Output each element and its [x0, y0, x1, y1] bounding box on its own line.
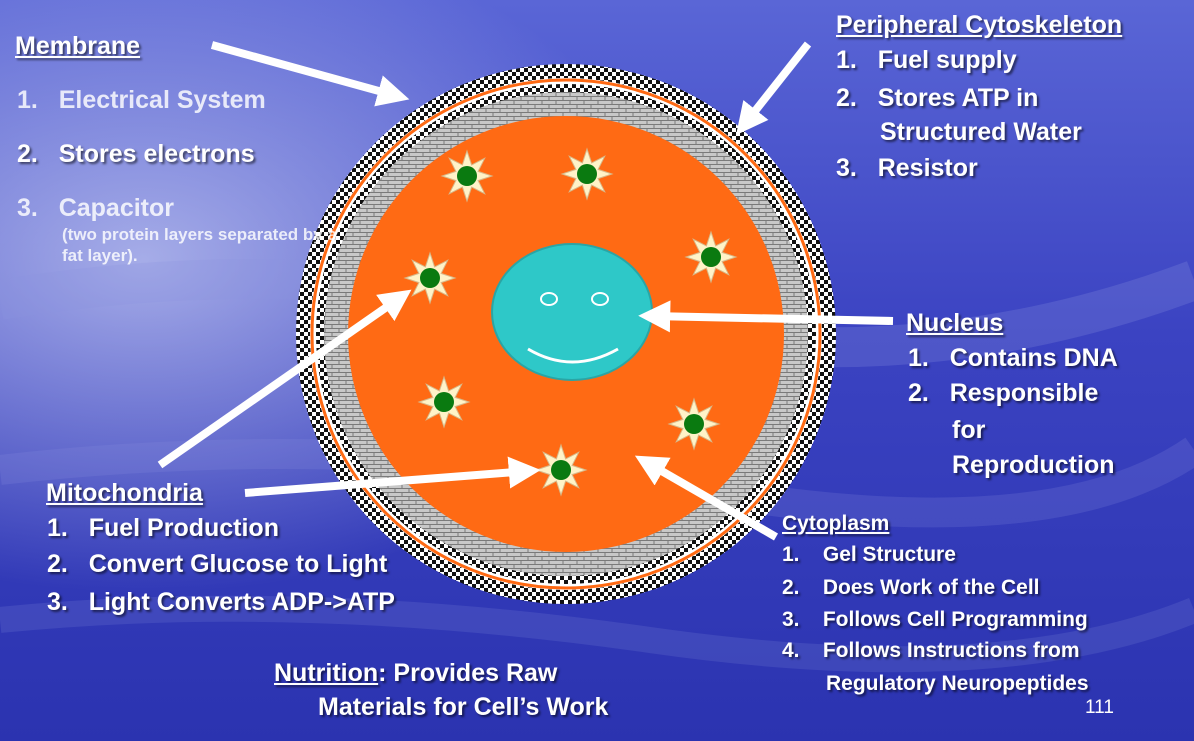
- cytoplasm-item-3: 3. Follows Cell Programming: [782, 607, 1088, 632]
- cytoskeleton-item-2-cont: Structured Water: [880, 117, 1082, 147]
- mitochondria-heading: Mitochondria: [46, 478, 203, 508]
- mitochondria-item-3: 3. Light Converts ADP->ATP: [47, 587, 395, 617]
- mitochondrion: [562, 149, 612, 199]
- cytoplasm-item-1-text: Gel Structure: [823, 543, 956, 566]
- mitochondria-item-1-text: Fuel Production: [89, 514, 279, 542]
- cytoskeleton-heading: Peripheral Cytoskeleton: [836, 10, 1122, 40]
- mitochondrion-core: [457, 166, 477, 186]
- cytoplasm-item-4-text: Follows Instructions from: [823, 639, 1080, 662]
- mitochondrion: [686, 232, 736, 282]
- nucleus-item-2: 2. Responsible: [908, 378, 1098, 408]
- cytoplasm-item-2-num: 2.: [782, 576, 800, 599]
- nucleus-item-1: 1. Contains DNA: [908, 343, 1118, 373]
- mitochondrion: [536, 445, 586, 495]
- nucleus-heading: Nucleus: [906, 308, 1003, 338]
- cytoskeleton-item-3-text: Resistor: [878, 154, 978, 182]
- membrane-item-2: 2. Stores electrons: [17, 139, 255, 169]
- mitochondria-item-2-num: 2.: [47, 550, 68, 578]
- mitochondria-item-3-text: Light Converts ADP->ATP: [89, 588, 395, 616]
- nucleus-item-2-text: Responsible: [950, 379, 1099, 407]
- arrow-cytoskeleton: [744, 44, 808, 125]
- membrane-item-1-num: 1.: [17, 86, 38, 114]
- cytoskeleton-item-2-text: Stores ATP in: [878, 84, 1039, 112]
- membrane-label: Membrane: [15, 31, 140, 61]
- arrow-nucleus: [651, 316, 893, 321]
- membrane-item-1-text: Electrical System: [59, 86, 266, 114]
- membrane-item-3: 3. Capacitor: [17, 193, 174, 223]
- nutrition-line-1-text: : Provides Raw: [378, 659, 557, 687]
- nutrition-line-1: Nutrition: Provides Raw: [274, 658, 557, 688]
- mitochondrion: [405, 253, 455, 303]
- cytoplasm-item-1-num: 1.: [782, 543, 800, 566]
- nucleus-item-1-num: 1.: [908, 344, 929, 372]
- mitochondrion: [419, 377, 469, 427]
- cytoplasm-item-4-num: 4.: [782, 639, 800, 662]
- mitochondria-item-1-num: 1.: [47, 514, 68, 542]
- cytoplasm-item-1: 1. Gel Structure: [782, 542, 956, 567]
- membrane-item-3-text: Capacitor: [59, 194, 174, 222]
- nucleus-item-2-cont-1: for: [952, 415, 985, 445]
- cytoplasm-item-2-text: Does Work of the Cell: [823, 576, 1040, 599]
- nucleus: [492, 244, 652, 380]
- cytoskeleton-item-1-num: 1.: [836, 46, 857, 74]
- mitochondria-item-2-text: Convert Glucose to Light: [89, 550, 388, 578]
- membrane-item-3-num: 3.: [17, 194, 38, 222]
- cytoplasm-item-4: 4. Follows Instructions from: [782, 638, 1080, 663]
- mitochondria-item-1: 1. Fuel Production: [47, 513, 279, 543]
- cytoskeleton-item-2: 2. Stores ATP in: [836, 83, 1038, 113]
- cytoplasm-item-3-text: Follows Cell Programming: [823, 608, 1088, 631]
- cytoplasm-item-3-num: 3.: [782, 608, 800, 631]
- mitochondrion: [669, 399, 719, 449]
- cytoplasm-item-4-cont: Regulatory Neuropeptides: [826, 671, 1089, 696]
- cytoplasm-heading: Cytoplasm: [782, 511, 889, 536]
- mitochondrion-core: [577, 164, 597, 184]
- mitochondrion-core: [434, 392, 454, 412]
- nucleus-item-2-num: 2.: [908, 379, 929, 407]
- nucleus-item-2-cont-2: Reproduction: [952, 450, 1115, 480]
- cytoskeleton-item-1-text: Fuel supply: [878, 46, 1017, 74]
- membrane-item-2-text: Stores electrons: [59, 140, 255, 168]
- membrane-item-2-num: 2.: [17, 140, 38, 168]
- mitochondrion: [442, 151, 492, 201]
- nutrition-heading: Nutrition: [274, 659, 378, 687]
- mitochondria-item-2: 2. Convert Glucose to Light: [47, 549, 387, 579]
- cytoskeleton-item-2-num: 2.: [836, 84, 857, 112]
- mitochondrion-core: [684, 414, 704, 434]
- membrane-heading: Membrane: [15, 31, 140, 61]
- page-number: 111: [1085, 697, 1114, 720]
- membrane-item-1: 1. Electrical System: [17, 85, 266, 115]
- mitochondrion-core: [420, 268, 440, 288]
- cytoplasm-item-2: 2. Does Work of the Cell: [782, 575, 1040, 600]
- cytoskeleton-item-1: 1. Fuel supply: [836, 45, 1017, 75]
- nutrition-line-2: Materials for Cell’s Work: [318, 692, 608, 722]
- nucleus-item-1-text: Contains DNA: [950, 344, 1118, 372]
- cytoskeleton-item-3-num: 3.: [836, 154, 857, 182]
- membrane-item-3-note: (two protein layers separated by a fat l…: [62, 224, 362, 267]
- mitochondrion-core: [701, 247, 721, 267]
- mitochondrion-core: [551, 460, 571, 480]
- cytoskeleton-item-3: 3. Resistor: [836, 153, 978, 183]
- mitochondria-item-3-num: 3.: [47, 588, 68, 616]
